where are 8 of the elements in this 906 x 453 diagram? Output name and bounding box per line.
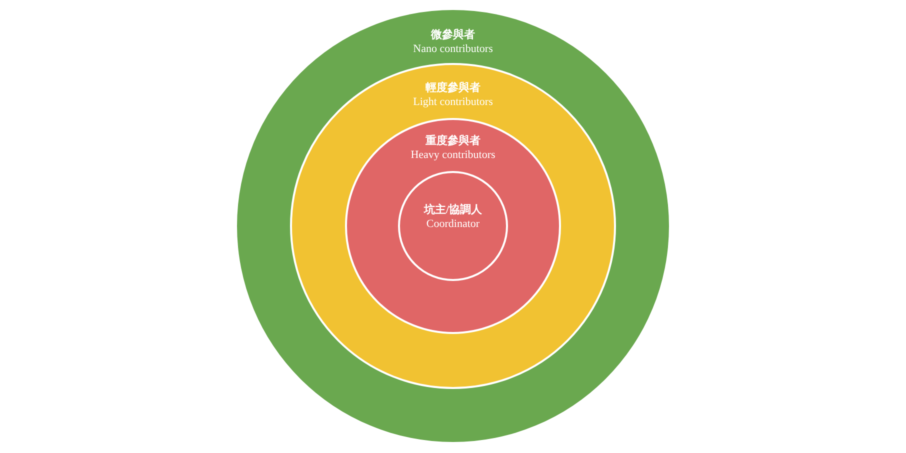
english-label: Heavy contributors	[410, 148, 496, 162]
english-label: Nano contributors	[413, 42, 493, 56]
chinese-label: 坑主/協調人	[424, 203, 482, 217]
chinese-label: 重度參與者	[426, 134, 480, 148]
english-label: Coordinator	[426, 217, 480, 231]
chinese-label: 輕度參與者	[426, 81, 480, 95]
chinese-label: 微參與者	[431, 28, 475, 42]
english-label: Light contributors	[413, 95, 493, 109]
